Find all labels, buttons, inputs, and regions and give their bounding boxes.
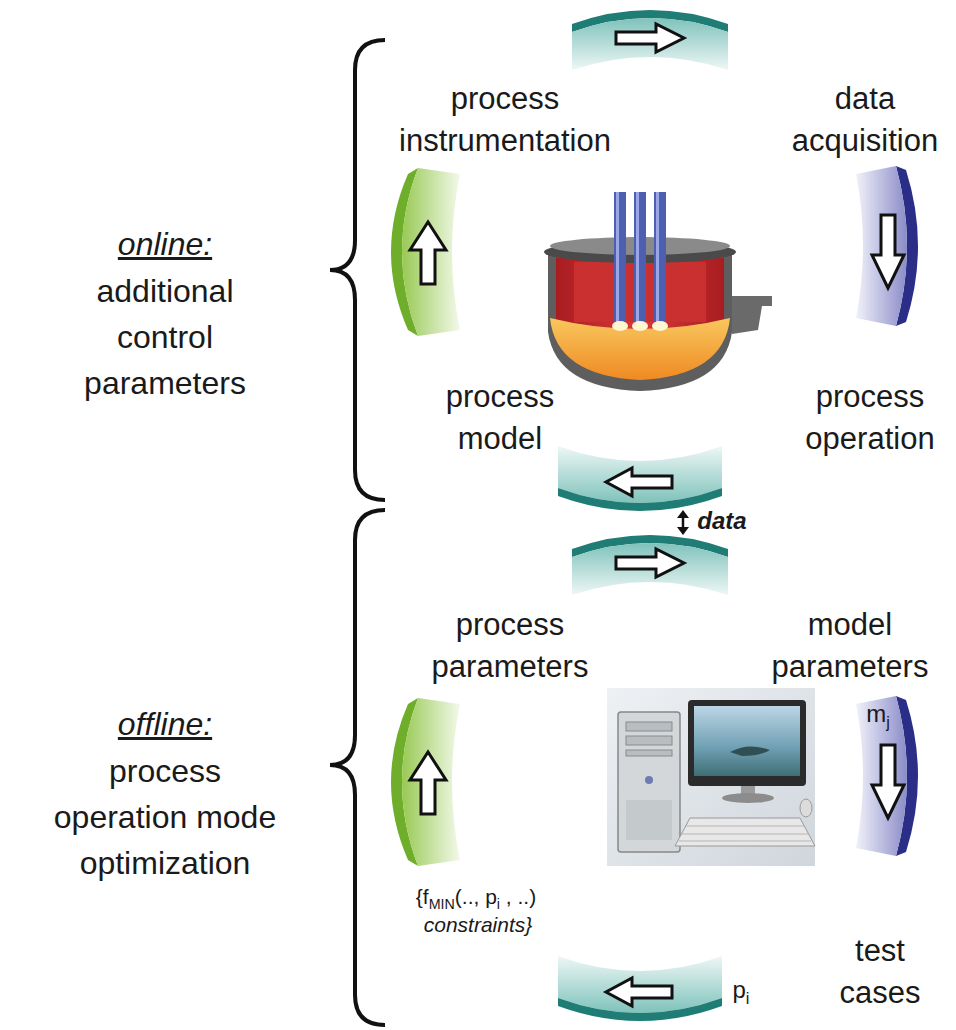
label-group: online:	[45, 224, 285, 264]
drawing-part	[626, 750, 672, 756]
drawing-part	[652, 321, 668, 331]
section-description: additional control parameters	[65, 268, 265, 406]
label-group: model parameters	[750, 604, 950, 688]
label-group: process operation	[790, 376, 950, 460]
drawing-part	[614, 192, 626, 322]
computer-picture	[607, 688, 815, 866]
drawing-part	[632, 321, 648, 331]
drawing-part	[607, 688, 815, 866]
stage-label: test cases	[820, 930, 940, 1014]
label-group: pi	[733, 976, 750, 1006]
cycle-arrow-band	[572, 535, 728, 595]
cycle-arrow-band	[856, 166, 918, 326]
label-group: test cases	[820, 930, 940, 1014]
label-group: process operation mode optimization	[47, 748, 283, 886]
data-exchange-arrow	[677, 510, 689, 535]
drawing-part	[626, 800, 672, 840]
label-group: {fMIN(.., pi , ..)	[416, 884, 536, 912]
drawing-part	[645, 776, 653, 784]
formula-part: {f	[416, 885, 429, 908]
drawing-part	[612, 321, 628, 331]
formula-part: , ..)	[506, 885, 536, 908]
cycle-arrow-band	[391, 698, 460, 866]
stage-label: process model	[420, 376, 580, 460]
drawing-part	[688, 700, 806, 786]
subscript: MIN	[429, 896, 455, 912]
drawing-part	[656, 192, 659, 322]
drawing-part	[732, 296, 772, 334]
curly-brace	[330, 510, 385, 1025]
drawing-part	[636, 192, 639, 322]
label-group: data	[697, 507, 746, 535]
section-heading: online:	[45, 224, 285, 264]
label-group: constraints}	[424, 912, 533, 938]
section-description: process operation mode optimization	[47, 748, 283, 886]
subscript: j	[886, 713, 890, 731]
subscript: i	[497, 896, 500, 912]
curly-brace	[330, 40, 385, 500]
drawing-part	[675, 818, 815, 846]
drawing-part	[616, 192, 619, 322]
drawing-part	[800, 799, 812, 817]
formula-part: (.., p	[455, 885, 497, 908]
flow-label: data	[697, 507, 746, 535]
drawing-part	[679, 826, 811, 841]
label-group: process model	[420, 376, 580, 460]
stage-label: data acquisition	[780, 78, 950, 162]
label-group: data acquisition	[780, 78, 950, 162]
drawing-part	[654, 192, 666, 322]
cycle-arrow-band	[391, 168, 460, 336]
label-group: additional control parameters	[65, 268, 265, 406]
label-group: process parameters	[410, 604, 610, 688]
drawing-part	[550, 318, 730, 380]
cycle-arrow-band	[558, 956, 722, 1021]
drawing-part	[677, 510, 689, 518]
cycle-arrow-band	[558, 446, 722, 511]
drawing-part	[722, 793, 774, 803]
drawing-part	[677, 527, 689, 535]
subscript: i	[746, 989, 750, 1007]
drawing-part	[730, 746, 770, 756]
drawing-part	[634, 192, 646, 322]
label-group: offline:	[45, 704, 285, 744]
label-group: process instrumentation	[380, 78, 630, 162]
symbol: m	[866, 700, 886, 727]
cycle-arrow-band	[856, 696, 918, 856]
stage-label: process instrumentation	[380, 78, 630, 162]
drawing-part	[626, 736, 672, 745]
drawing-part	[694, 706, 800, 776]
drawing-part	[618, 712, 680, 852]
cycle-arrow-band	[572, 10, 728, 70]
symbol: p	[733, 976, 746, 1003]
arc-furnace	[544, 192, 772, 391]
formula-part: constraints}	[424, 913, 533, 936]
label-group: mj	[866, 700, 890, 730]
drawing-part	[626, 722, 672, 731]
stage-label: process parameters	[410, 604, 610, 688]
stage-label: model parameters	[750, 604, 950, 688]
stage-label: process operation	[790, 376, 950, 460]
section-heading: offline:	[45, 704, 285, 744]
